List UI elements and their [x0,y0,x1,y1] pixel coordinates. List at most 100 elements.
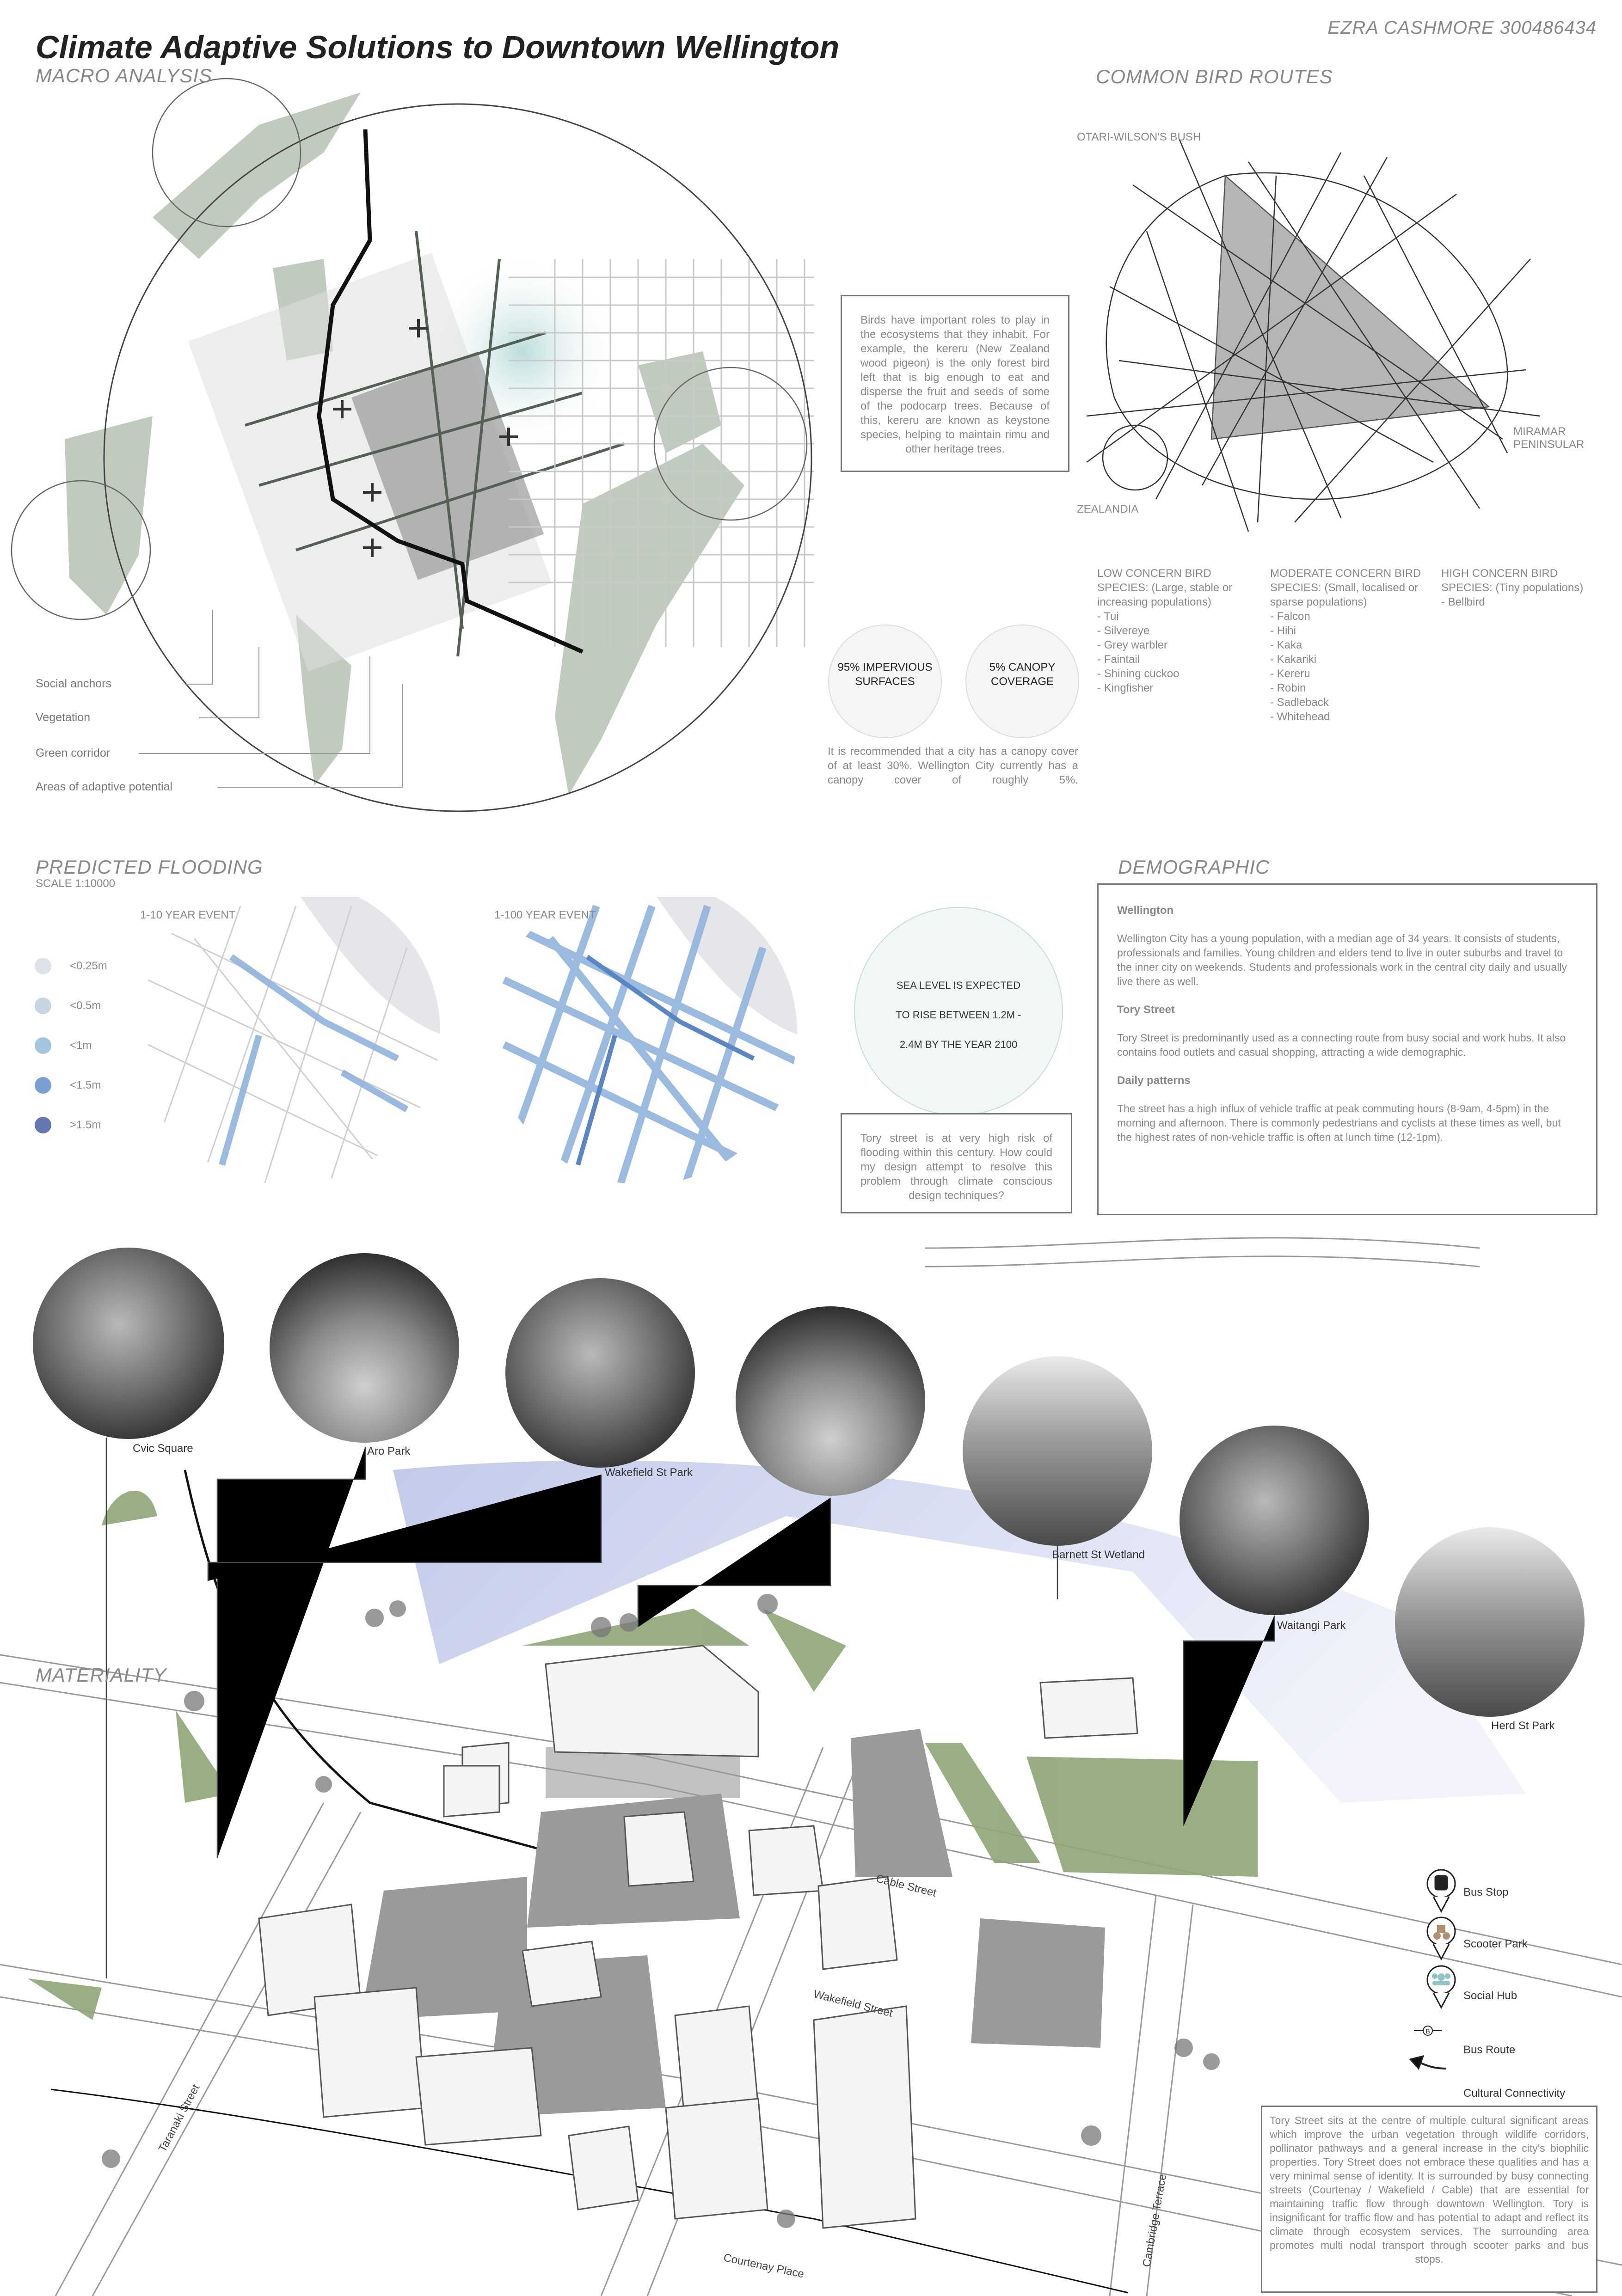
species-heading: MODERATE CONCERN BIRD [1270,567,1421,580]
flood-legend-label: >1.5m [70,1119,101,1131]
stat-line: COVERAGE [990,675,1054,688]
species-item: - Kaka [1270,639,1303,651]
species-item: - Bellbird [1441,596,1485,608]
bird-info-box: Birds have important roles to play in th… [841,295,1069,472]
demographic-subheading: Wellington [1117,904,1174,917]
flood-question-box: Tory street is at very high risk of floo… [841,1113,1072,1213]
summary-text: Tory Street sits at the centre of multip… [1270,2114,1589,2265]
summary-box: Tory Street sits at the centre of multip… [1261,2106,1597,2293]
species-item: - Hihi [1270,625,1296,637]
species-heading: SPECIES: (Large, stable or [1097,582,1233,594]
flood-legend: <0.25m <0.5m <1m <1.5m >1.5m [35,958,107,1133]
canopy-stat: 5% CANOPY COVERAGE [967,660,1078,689]
site-axonometric [0,1237,1622,2296]
bird-routes-diagram [1086,138,1540,532]
label-barnett-st-wetland: Barnett St Wetland [1052,1549,1145,1561]
author: EZRA CASHMORE 300486434 [1327,18,1597,38]
bus-route-glyph: B [1425,2027,1430,2035]
legend-vegetation: Vegetation [36,711,91,724]
buildings [258,1645,1138,2229]
trees [102,1594,1220,2228]
flood-map-100yr-label: 1-100 YEAR EVENT [494,909,596,921]
species-moderate-concern: MODERATE CONCERN BIRD SPECIES: (Small, l… [1270,566,1437,724]
flood-legend-item: >1.5m [35,1117,107,1133]
legend-bus-stop: Bus Stop [1463,1886,1509,1898]
label-herd-st-park: Herd St Park [1491,1720,1555,1732]
species-heading: HIGH CONCERN BIRD [1441,567,1558,580]
bird-info-text: Birds have important roles to play in th… [860,314,1050,455]
social-anchor-markers [333,319,518,557]
species-item: - Shining cuckoo [1097,667,1180,680]
photo-aro-park [270,1253,459,1443]
species-item: - Kereru [1270,667,1310,680]
flood-swatch [35,1077,51,1094]
canopy-note: It is recommended that a city has a cano… [828,745,1078,786]
species-heading: sparse populations) [1270,596,1367,608]
label-civic-square: Cvic Square [133,1442,193,1455]
species-item: - Whitehead [1270,710,1330,723]
legend-social-hub: Social Hub [1463,1990,1518,2002]
bird-routes-heading: COMMON BIRD ROUTES [1096,66,1333,87]
materiality-legend-icons [1409,1869,1456,2070]
photo-civic-square [33,1248,224,1439]
sea-level-line: TO RISE BETWEEN 1.2M - [896,1009,1021,1021]
species-item: - Robin [1270,682,1306,694]
legend-social-anchors: Social anchors [36,677,111,690]
photo-barnett-st-wetland [963,1356,1152,1546]
bus-icon [1426,1869,1456,1913]
motorway [317,129,584,654]
species-item: - Faintail [1097,653,1140,666]
photo-barnett-st [736,1306,925,1496]
place-otari: OTARI-WILSON'S BUSH [1077,131,1201,143]
flood-swatch [35,958,51,974]
demographic-paragraph: The street has a high influx of vehicle … [1117,1102,1561,1143]
legend-scooter-park: Scooter Park [1463,1938,1528,1950]
demographic-subheading: Daily patterns [1117,1074,1191,1087]
stat-line: 95% IMPERVIOUS [837,661,933,673]
photo-wakefield-st-park [505,1278,695,1468]
materiality-heading: MATERIALITY [36,1664,167,1686]
demographic-paragraph: Wellington City has a young population, … [1117,932,1567,987]
arrow-icon [1409,2055,1447,2070]
label-wakefield-st-park: Wakefield St Park [605,1466,693,1479]
flood-map-10yr-label: 1-10 YEAR EVENT [140,909,236,921]
demographic-paragraph: Tory Street is predominantly used as a c… [1117,1032,1566,1058]
photo-waitangi-park [1180,1426,1369,1615]
species-item: - Silvereye [1097,625,1150,637]
flood-legend-label: <0.25m [70,960,107,972]
flood-legend-item: <0.5m [35,998,107,1014]
flood-legend-item: <1m [35,1037,107,1054]
demographic-box: Wellington Wellington City has a young p… [1097,883,1597,1215]
scooter-icon [1426,1916,1456,1961]
stat-line: 5% CANOPY [989,661,1056,673]
legend-bus-route: Bus Route [1463,2044,1516,2056]
species-heading: SPECIES: (Small, localised or [1270,582,1419,594]
legend-adaptive-potential: Areas of adaptive potential [36,780,173,793]
flood-legend-item: <1.5m [35,1077,107,1094]
species-item: - Kingfisher [1097,682,1154,694]
species-heading: LOW CONCERN BIRD [1097,567,1211,580]
species-item: - Kakariki [1270,653,1317,666]
flood-legend-label: <1m [70,1039,92,1052]
label-aro-park: Aro Park [367,1445,411,1457]
flood-question-text: Tory street is at very high risk of floo… [860,1132,1052,1202]
place-miramar: MIRAMAR PENINSULAR [1513,425,1585,451]
people-icon [1426,1965,1456,2009]
grid-lines [509,259,814,647]
flood-legend-label: <1.5m [70,1079,101,1091]
impervious-stat-circle [828,625,942,738]
label-waitangi-park: Waitangi Park [1277,1619,1346,1632]
species-item: - Sadleback [1270,696,1329,709]
harbour-water [393,1460,1526,1803]
species-item: - Falcon [1270,610,1310,623]
species-heading: increasing populations) [1097,596,1211,608]
legend-cultural-connectivity: Cultural Connectivity [1463,2087,1566,2100]
sea-level-line: 2.4M BY THE YEAR 2100 [899,1039,1018,1050]
flooding-scale: SCALE 1:10000 [36,877,116,890]
legend-green-corridor: Green corridor [36,747,111,759]
species-low-concern: LOW CONCERN BIRD SPECIES: (Large, stable… [1097,566,1264,695]
macro-analysis-map [11,78,814,812]
flood-map-10yr [147,897,440,1185]
